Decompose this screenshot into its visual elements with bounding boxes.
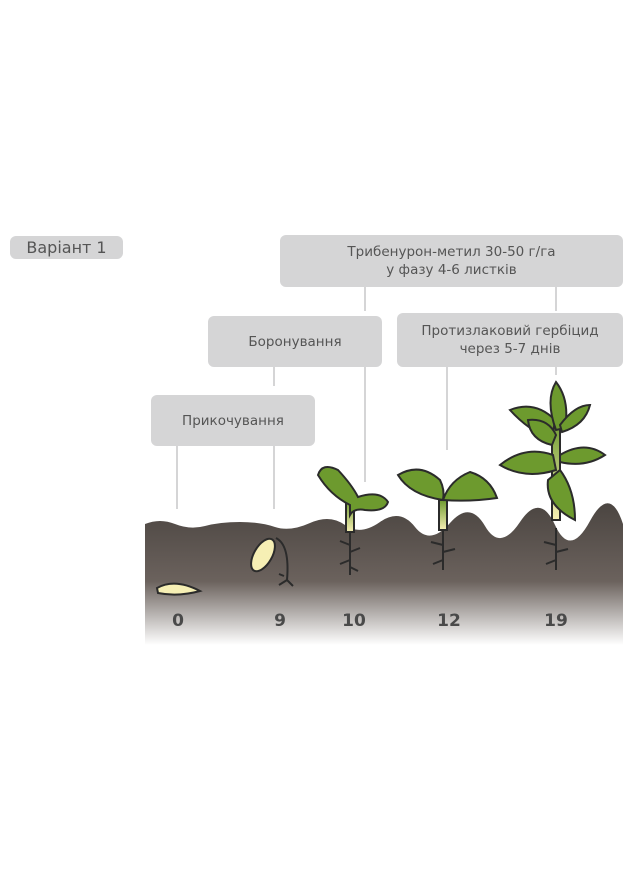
connector-line	[273, 367, 275, 386]
day-label: 9	[274, 611, 286, 631]
soil	[145, 503, 623, 645]
step-harrowing: Боронування	[208, 316, 382, 367]
day-label: 10	[342, 611, 366, 631]
seed-icon	[155, 582, 203, 596]
germinating-seed-icon	[250, 537, 294, 587]
connector-line	[176, 446, 178, 509]
seedling-day10-icon	[316, 465, 390, 575]
variant-label: Варіант 1	[10, 236, 123, 259]
step-tribenuron-line1: Трибенурон-метил 30-50 г/га	[347, 244, 556, 260]
step-graminicide-line2: через 5-7 днів	[459, 341, 561, 357]
connector-line	[555, 287, 557, 311]
connector-line	[555, 367, 557, 375]
day-label: 19	[544, 611, 568, 631]
step-tribenuron-line2: у фазу 4-6 листків	[386, 262, 517, 278]
seedling-day12-icon	[396, 468, 499, 570]
step-graminicide-line1: Протизлаковий гербіцид	[421, 323, 599, 339]
step-rolling: Прикочування	[151, 395, 315, 446]
step-graminicide: Протизлаковий гербіцид через 5-7 днів	[397, 313, 623, 367]
plant-day19-icon	[498, 380, 607, 570]
connector-line	[364, 287, 366, 311]
connector-line	[446, 367, 448, 450]
day-label: 12	[437, 611, 461, 631]
step-rolling-label: Прикочування	[182, 412, 284, 429]
step-harrowing-label: Боронування	[248, 333, 342, 350]
connector-line	[273, 446, 275, 509]
connector-line	[364, 367, 366, 482]
step-tribenuron: Трибенурон-метил 30-50 г/га у фазу 4-6 л…	[280, 235, 623, 287]
day-label: 0	[172, 611, 184, 631]
